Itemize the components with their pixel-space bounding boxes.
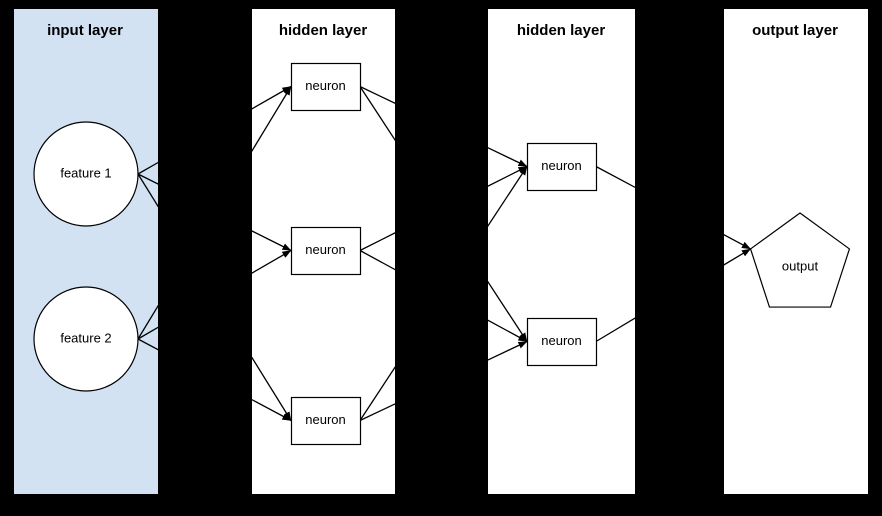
connection-head [487,340,528,362]
connection-tail [359,85,395,104]
layer-box-hidden-layer-2 [487,8,636,495]
connection-tail [359,86,395,142]
node-output-node[interactable]: output [749,212,851,308]
layer-title-input-layer: input layer [47,22,123,39]
node-label: neuron [305,78,345,93]
node-hidden-1-neuron-1[interactable]: neuron [290,62,362,112]
layer-box-input-layer [13,8,159,495]
connection-head [251,86,292,154]
connection-tail [595,317,635,343]
layer-title-hidden-layer-1: hidden layer [279,22,368,39]
node-hidden-2-neuron-2[interactable]: neuron [526,317,598,367]
connection-head [487,165,528,188]
connections-group [137,85,751,422]
connection-head [251,229,292,252]
node-label: neuron [305,242,345,257]
node-label: feature 1 [60,165,111,180]
node-label: feature 2 [60,330,111,345]
connection-head [487,146,528,168]
connection-tail [359,366,395,421]
connection-tail [595,165,635,189]
connection-tail [359,403,395,422]
connection-head [723,233,751,250]
node-label: neuron [541,333,581,348]
connection-tail [359,232,395,252]
node-hidden-1-neuron-2[interactable]: neuron [290,226,362,276]
node-feature-1[interactable]: feature 1 [33,121,139,227]
nodes-group: feature 1 feature 2 neuron neuron neuron neur… [33,62,851,446]
layer-boxes-group [13,8,869,495]
layer-title-output-layer: output layer [752,22,838,39]
connection-tail [359,249,395,271]
connection-head [251,85,292,111]
connection-head [487,318,528,343]
node-label: neuron [305,412,345,427]
connection-head [487,166,528,229]
connection-head [251,249,292,275]
connection-head [723,248,751,267]
connection-head [487,279,528,342]
node-feature-2[interactable]: feature 2 [33,286,139,392]
layer-title-hidden-layer-2: hidden layer [517,22,606,39]
layer-titles-group: input layer hidden layer hidden layer outpu… [47,22,838,39]
node-label: output [782,258,819,273]
node-hidden-2-neuron-1[interactable]: neuron [526,142,598,192]
node-label: neuron [541,158,581,173]
connection-head [251,354,292,421]
node-hidden-1-neuron-3[interactable]: neuron [290,396,362,446]
connection-head [251,398,292,422]
